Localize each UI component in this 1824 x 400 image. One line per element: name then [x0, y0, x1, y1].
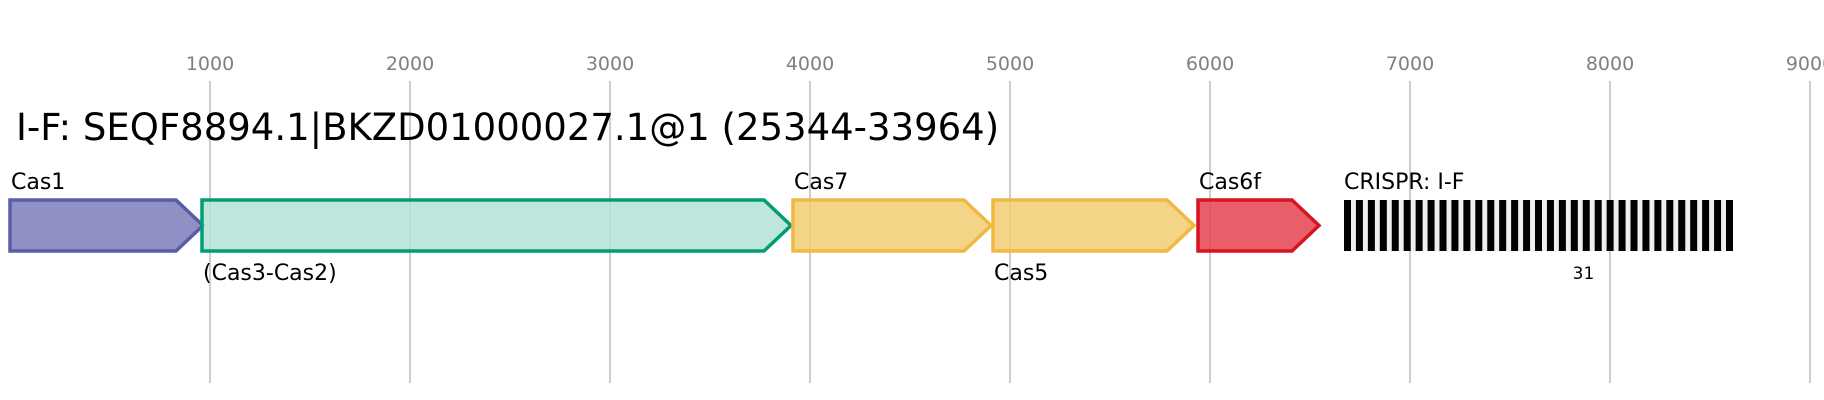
tick-label: 1000 — [186, 53, 234, 75]
crispr-repeat-bar — [1606, 200, 1614, 251]
crispr-label: CRISPR: I-F — [1344, 170, 1464, 195]
crispr-repeat-bar — [1630, 200, 1638, 251]
crispr-repeat-bar — [1439, 200, 1447, 251]
gene-label: Cas1 — [11, 170, 65, 195]
crispr-repeat-bar — [1344, 200, 1351, 251]
crispr-repeat-bar — [1475, 200, 1483, 251]
crispr-repeat-bar — [1546, 200, 1554, 251]
crispr-repeat-bar — [1403, 200, 1411, 251]
gene-label: Cas6f — [1199, 170, 1262, 195]
locus-title: I-F: SEQF8894.1|BKZD01000027.1@1 (25344-… — [16, 106, 999, 149]
crispr-repeat-bar — [1678, 200, 1686, 251]
gene-cas1[interactable]: Cas1 — [8, 170, 206, 253]
crispr-array: CRISPR: I-F 31 — [1344, 170, 1733, 284]
gene-arrow[interactable] — [991, 198, 1197, 253]
crispr-repeat-bar — [1391, 200, 1399, 251]
gene-cas7[interactable]: Cas7 — [791, 170, 994, 253]
gene-arrow[interactable] — [8, 198, 206, 253]
crispr-repeat-bar — [1355, 200, 1363, 251]
gene-cas6f[interactable]: Cas6f — [1196, 170, 1322, 253]
gene-label: (Cas3-Cas2) — [203, 261, 337, 286]
crispr-repeat-bar — [1642, 200, 1650, 251]
gene-label: Cas5 — [994, 261, 1048, 286]
crispr-repeat-bar — [1714, 200, 1722, 251]
crispr-repeat-bar — [1690, 200, 1698, 251]
gene-arrow[interactable] — [791, 198, 994, 253]
crispr-repeat-bar — [1618, 200, 1626, 251]
tick-label: 3000 — [586, 53, 634, 75]
crispr-repeat-bar — [1523, 200, 1531, 251]
crispr-repeat-bar — [1702, 200, 1710, 251]
tick-label: 5000 — [986, 53, 1034, 75]
crispr-repeat-bar — [1558, 200, 1566, 251]
tick-label: 2000 — [386, 53, 434, 75]
crispr-repeat-bar — [1594, 200, 1602, 251]
crispr-repeat-bar — [1499, 200, 1507, 251]
crispr-repeat-bar — [1427, 200, 1435, 251]
crispr-repeat-bar — [1463, 200, 1471, 251]
tick-label: 7000 — [1386, 53, 1434, 75]
crispr-repeat-bar — [1511, 200, 1519, 251]
tick-label: 6000 — [1186, 53, 1234, 75]
gene-label: Cas7 — [794, 170, 848, 195]
crispr-repeat-bar — [1415, 200, 1423, 251]
crispr-repeat-bar — [1726, 200, 1733, 251]
gene-arrow[interactable] — [1196, 198, 1322, 253]
crispr-repeat-bar — [1367, 200, 1375, 251]
spacer-count-label: 31 — [1573, 264, 1595, 284]
crispr-repeat-bar — [1654, 200, 1662, 251]
tick-label: 8000 — [1586, 53, 1634, 75]
tick-label: 4000 — [786, 53, 834, 75]
crispr-repeat-bar — [1379, 200, 1387, 251]
crispr-repeat-bar — [1570, 200, 1578, 251]
crispr-repeat-bar — [1666, 200, 1674, 251]
gene-arrow[interactable] — [200, 198, 794, 253]
crispr-repeat-bar — [1582, 200, 1590, 251]
tick-label: 9000 — [1786, 53, 1824, 75]
gene-cas3-cas2[interactable]: (Cas3-Cas2) — [200, 198, 794, 286]
crispr-repeat-bar — [1451, 200, 1459, 251]
gene-cas5[interactable]: Cas5 — [991, 198, 1197, 286]
crispr-repeat-bar — [1487, 200, 1495, 251]
crispr-repeat-bar — [1535, 200, 1542, 251]
